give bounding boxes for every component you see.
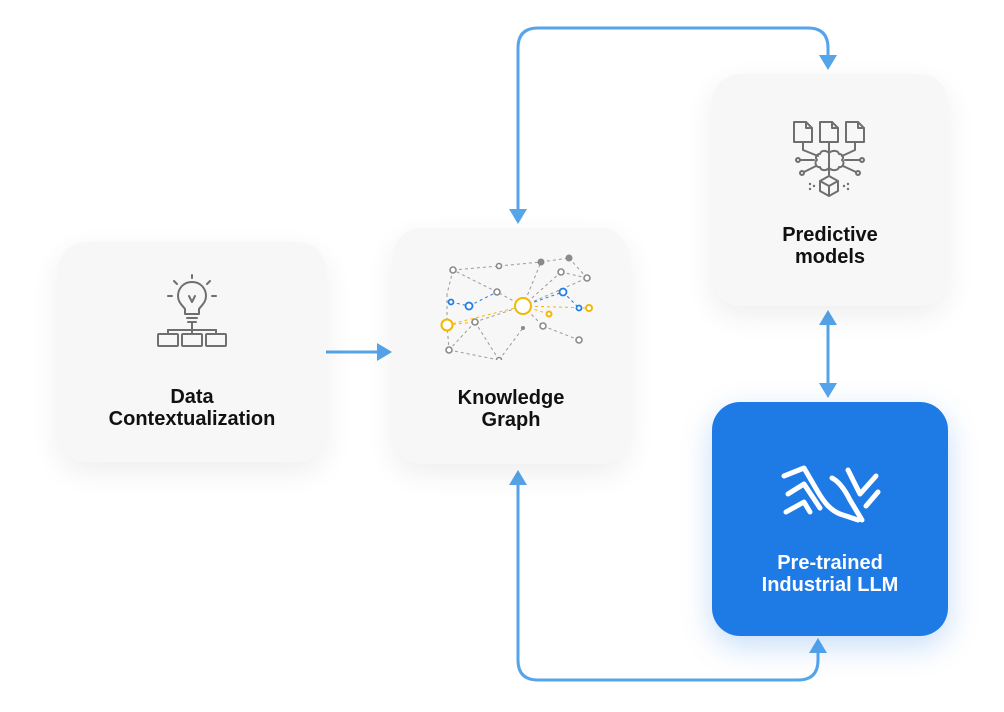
industrial-llm-label: Pre-trained Industrial LLM xyxy=(761,552,899,596)
llm-logo-icon xyxy=(781,465,881,523)
lightbulb-hierarchy-icon xyxy=(157,274,227,347)
arrowhead-into-predictive-bottom xyxy=(819,310,837,325)
data-contextualization-label: Data Contextualization xyxy=(108,386,276,430)
network-graph-icon xyxy=(440,254,593,360)
predictive-models-label: Predictive models xyxy=(782,224,878,268)
knowledge-graph-card: Knowledge Graph xyxy=(393,228,629,464)
arrowhead-into-graph-bottom xyxy=(509,470,527,485)
knowledge-graph-label: Knowledge Graph xyxy=(457,387,565,431)
arrowhead-into-llm-top xyxy=(819,383,837,398)
arrowhead-into-graph-top xyxy=(509,209,527,224)
predictive-models-card: Predictive models xyxy=(712,74,948,306)
arrow-graph-to-predictive xyxy=(516,26,830,214)
industrial-llm-card: Pre-trained Industrial LLM xyxy=(712,402,948,636)
arrowhead-into-predictive-top xyxy=(819,55,837,70)
documents-brain-cube-icon xyxy=(793,121,865,197)
arrow-llm-to-graph xyxy=(516,480,820,682)
arrowhead-into-graph-left xyxy=(377,343,392,361)
data-contextualization-card: Data Contextualization xyxy=(58,242,326,462)
arrowhead-into-llm-bottom xyxy=(809,638,827,653)
